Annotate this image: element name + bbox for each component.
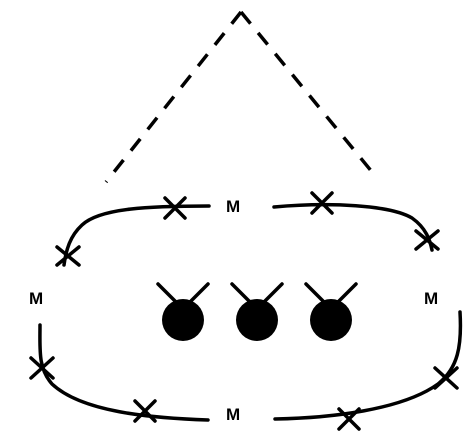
cross-mark [55,245,81,267]
filled-circle [230,282,284,341]
cross-mark [29,356,55,380]
dashed-triangle [104,10,379,184]
label-right: M [424,289,438,308]
cross-mark [133,399,157,423]
cross-mark [433,366,459,390]
label-bottom: M [226,405,240,424]
dashed-line-left [104,10,243,184]
cross-mark [414,229,440,251]
dashed-line-right [239,10,379,180]
curve-bottom-right [273,310,463,421]
label-top: M [226,197,240,216]
filled-circle [304,282,358,341]
cross-mark [163,196,187,220]
cross-marks [29,191,459,431]
label-left: M [29,289,43,308]
cross-mark [310,191,334,215]
curve-top-left [62,204,211,267]
filled-circle [156,282,210,341]
circle-group [156,282,358,341]
cross-mark [337,407,361,431]
curve-top-right [272,202,434,252]
curve-bottom-left [38,323,210,422]
